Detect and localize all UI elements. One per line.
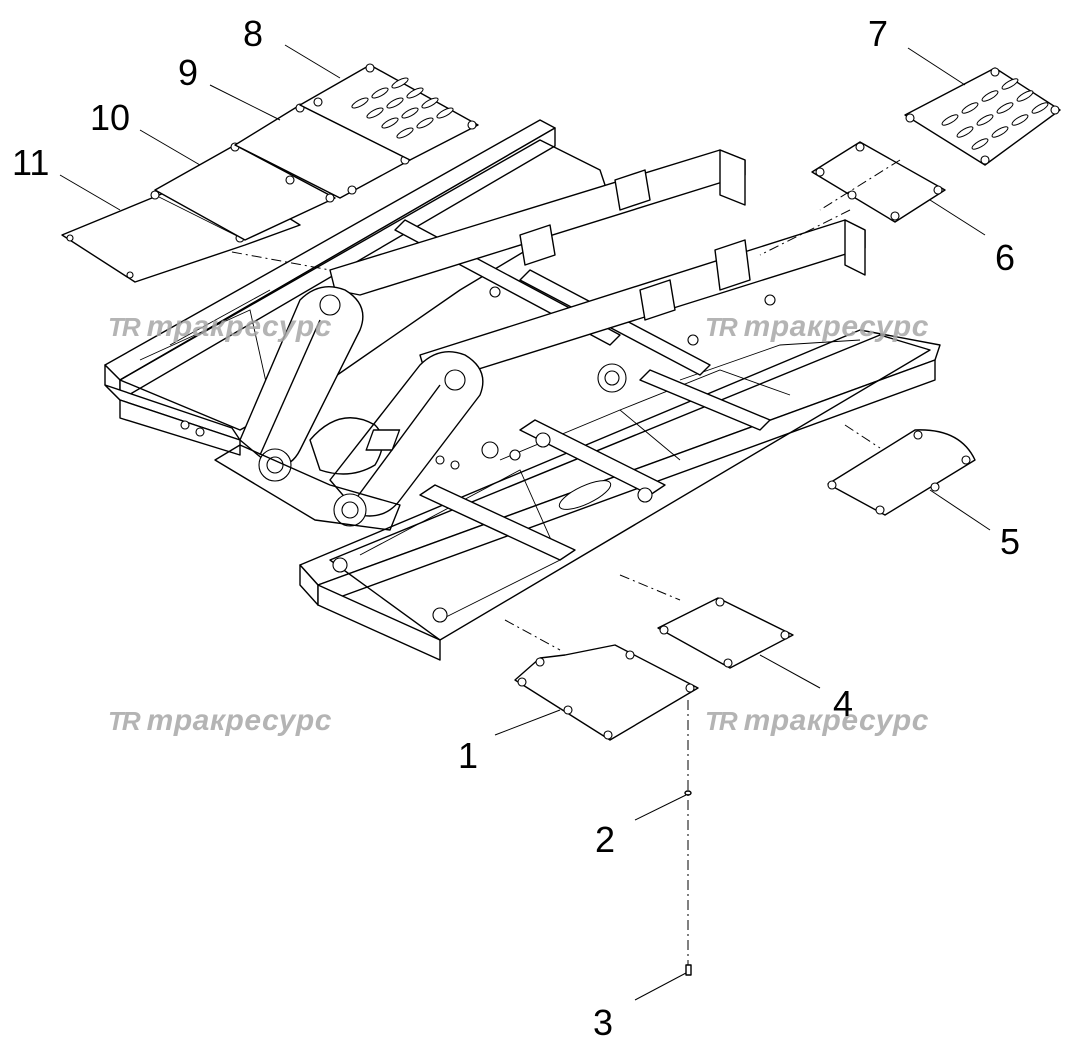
cover-plate-5 [827,429,976,516]
watermark-logo-icon: TR [108,706,141,736]
watermark-text: тракресурс [146,704,332,737]
callout-1: 1 [458,735,479,776]
callout-6: 6 [995,237,1016,278]
watermark-text: тракресурс [743,310,929,343]
cover-plate-4 [657,597,794,669]
cover-plate-1 [514,644,699,741]
watermark-logo-icon: TR [705,706,738,736]
watermark-logo-icon: TR [108,312,141,342]
cover-plate-8 [299,63,479,161]
watermark-text: тракресурс [743,704,929,737]
main-frame [104,119,941,661]
callout-7: 7 [868,13,889,54]
watermark-text: тракресурс [146,310,332,343]
callout-8: 8 [243,13,264,54]
callout-11: 11 [12,142,50,183]
fastener-bolt-3 [685,964,692,976]
watermark-logo-icon: TR [705,312,738,342]
cover-plate-6 [811,141,946,223]
callout-3: 3 [593,1002,614,1043]
callout-9: 9 [178,52,199,93]
callout-2: 2 [595,819,616,860]
cover-plate-10 [154,142,336,241]
leader-lines [59,44,991,1001]
callout-5: 5 [1000,521,1021,562]
callout-10: 10 [90,97,131,138]
cover-plate-7 [904,67,1061,166]
assembly-lines [231,159,901,965]
callout-4: 4 [833,683,854,724]
